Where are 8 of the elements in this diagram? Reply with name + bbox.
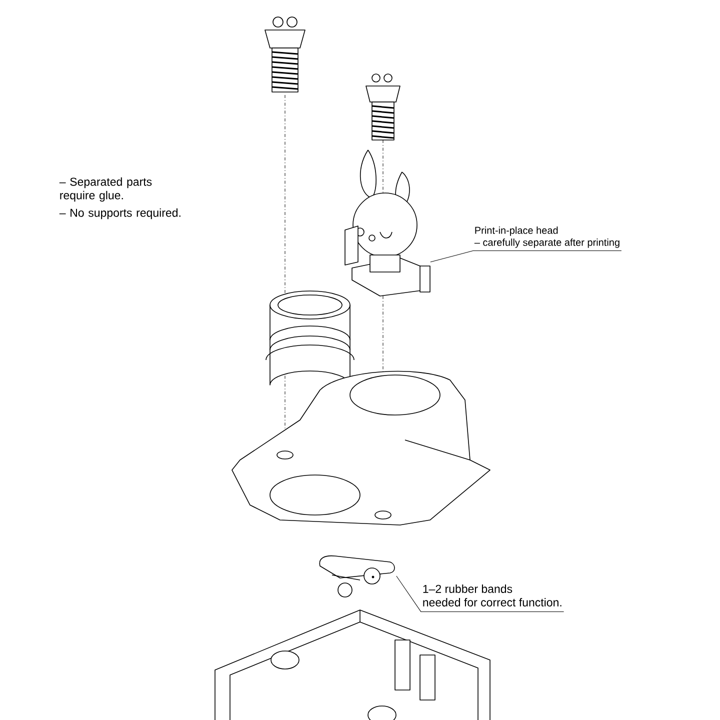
leader-line bbox=[396, 576, 564, 612]
callout-text: 1–2 rubber bands needed for correct function. bbox=[423, 584, 562, 606]
note-text: – No supports required. bbox=[59, 208, 180, 220]
bunny-head-drawing bbox=[344, 150, 430, 296]
callout-text: Print-in-place head – carefully separate after printing bbox=[474, 226, 620, 248]
leader-line bbox=[430, 250, 622, 262]
lever-drawing bbox=[319, 555, 395, 598]
note-text: – Separated parts require glue. bbox=[59, 177, 152, 202]
